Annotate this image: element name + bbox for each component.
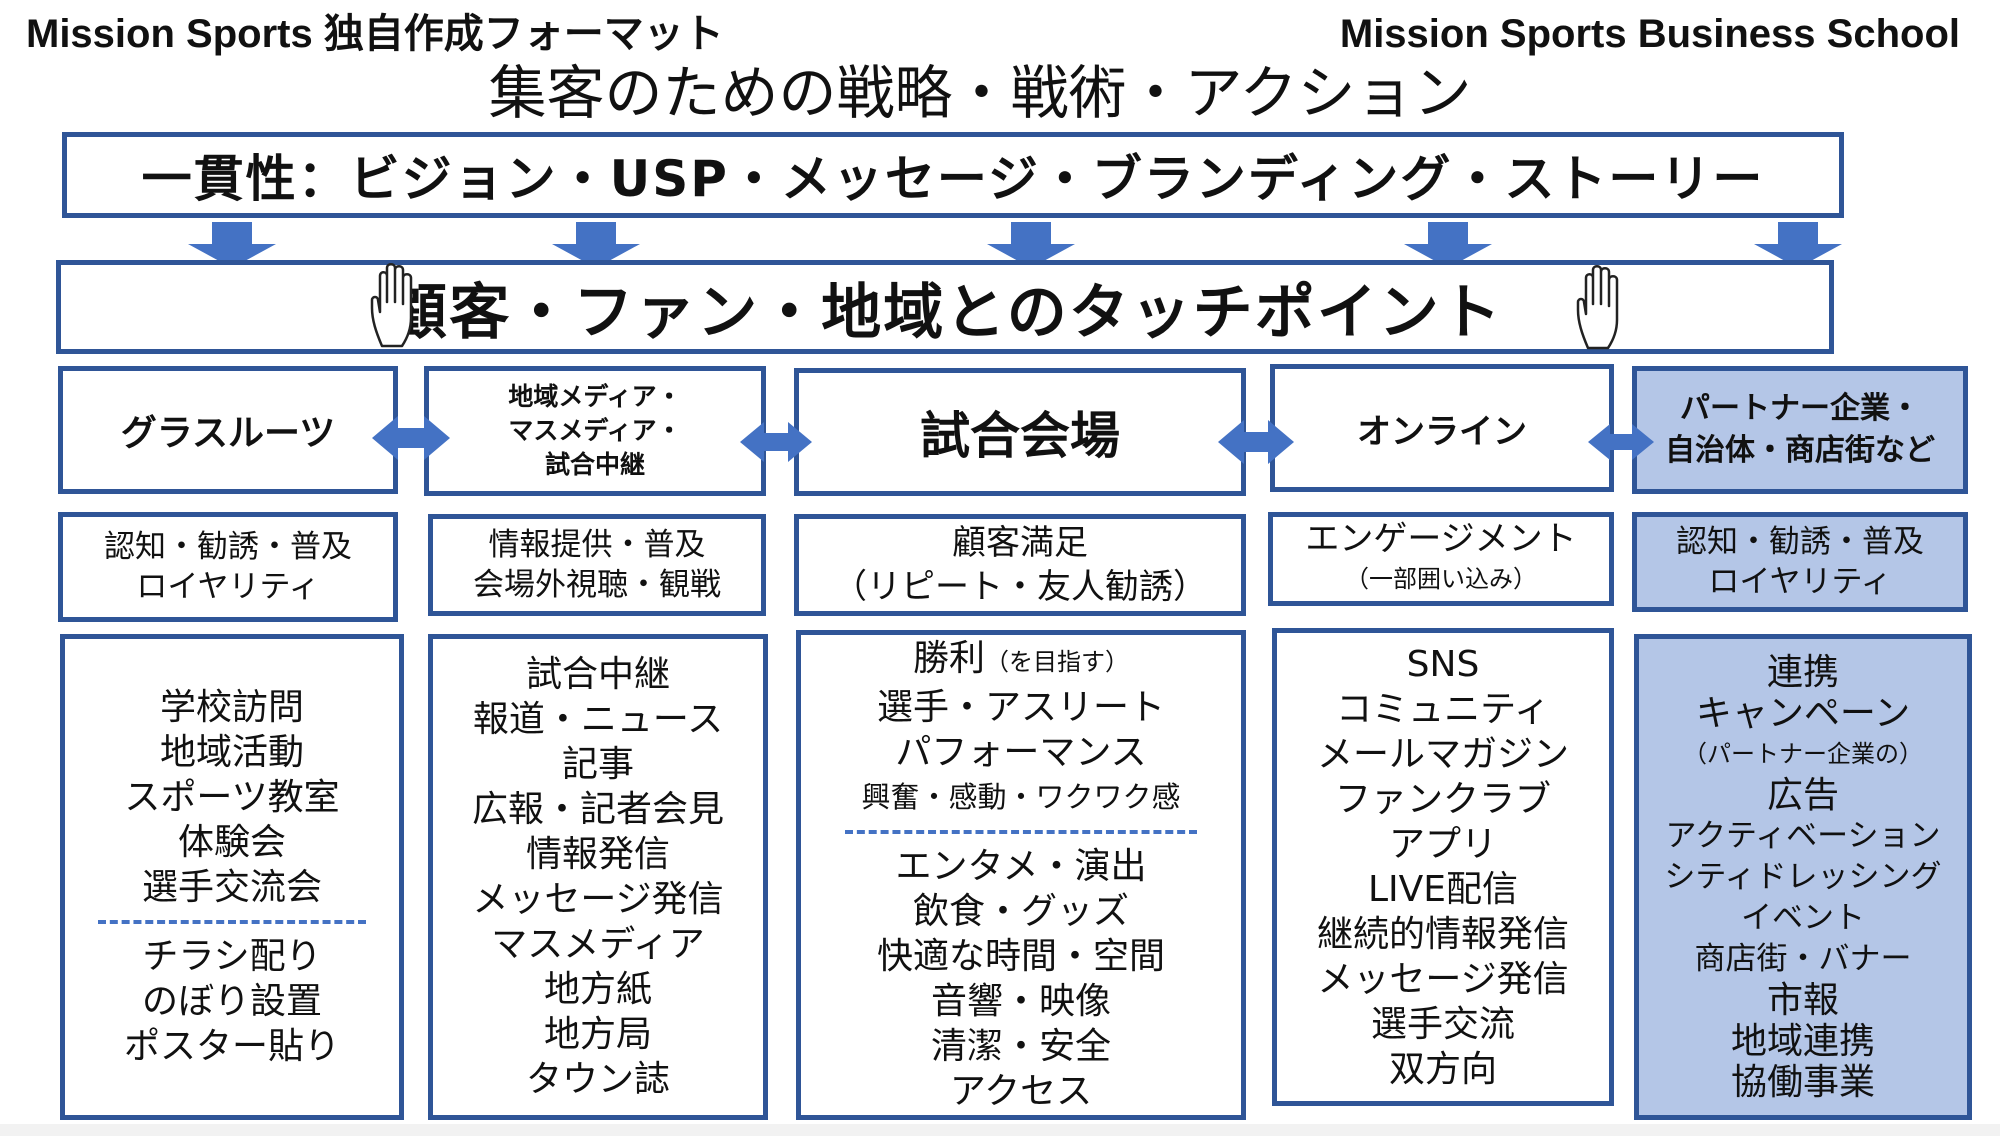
down-arrow-icon xyxy=(1404,222,1492,268)
purpose-partners: 認知・勧誘・普及 ロイヤリティ xyxy=(1632,512,1968,612)
touchpoints-label: 顧客・ファン・地域とのタッチポイント xyxy=(387,277,1503,348)
category-online: オンライン xyxy=(1270,364,1614,492)
actions-venue: 勝利（を目指す） 選手・アスリート パフォーマンス 興奮・感動・ワクワク感 エン… xyxy=(796,630,1246,1120)
double-arrow-icon xyxy=(740,422,812,462)
category-grassroots: グラスルーツ xyxy=(58,366,398,494)
double-arrow-icon xyxy=(372,416,450,460)
purpose-grassroots: 認知・勧誘・普及 ロイヤリティ xyxy=(58,512,398,622)
purpose-online: エンゲージメント （一部囲い込み） xyxy=(1268,512,1614,606)
category-venue: 試合会場 xyxy=(794,368,1246,496)
category-partners: パートナー企業・ 自治体・商店街など xyxy=(1632,366,1968,494)
actions-grassroots: 学校訪問 地域活動 スポーツ教室 体験会 選手交流会 チラシ配り のぼり設置 ポ… xyxy=(60,634,404,1120)
purpose-venue: 顧客満足 （リピート・友人勧誘） xyxy=(794,514,1246,616)
format-label: Mission Sports 独自作成フォーマット xyxy=(26,12,724,56)
down-arrows xyxy=(188,222,1842,268)
page-title: 集客のための戦略・戦術・アクション xyxy=(488,59,1472,127)
down-arrow-icon xyxy=(188,222,276,268)
touchpoints-banner: 顧客・ファン・地域とのタッチポイント xyxy=(56,260,1834,354)
purpose-media: 情報提供・普及 会場外視聴・観戦 xyxy=(428,514,766,616)
dashed-divider xyxy=(98,920,366,924)
school-name: Mission Sports Business School xyxy=(1339,12,1960,56)
actions-partners: 連携 キャンペーン （パートナー企業の） 広告 アクティベーション シティドレッ… xyxy=(1634,634,1972,1120)
connector-arrows xyxy=(372,416,1654,464)
double-arrow-icon xyxy=(1588,424,1654,460)
actions-online: SNS コミュニティ メールマガジン ファンクラブ アプリ LIVE配信 継続的… xyxy=(1272,628,1614,1106)
bottom-strip xyxy=(0,1124,2000,1136)
consistency-banner: 一貫性：ビジョン・USP・メッセージ・ブランディング・ストーリー xyxy=(62,132,1844,218)
hand-icon xyxy=(370,263,413,348)
hand-icon xyxy=(1576,265,1619,350)
down-arrow-icon xyxy=(1754,222,1842,268)
down-arrow-icon xyxy=(552,222,640,268)
actions-media: 試合中継 報道・ニュース 記事 広報・記者会見 情報発信 メッセージ発信 マスメ… xyxy=(428,634,768,1120)
dashed-divider xyxy=(845,830,1197,834)
double-arrow-icon xyxy=(1218,420,1294,464)
down-arrow-icon xyxy=(987,222,1075,268)
